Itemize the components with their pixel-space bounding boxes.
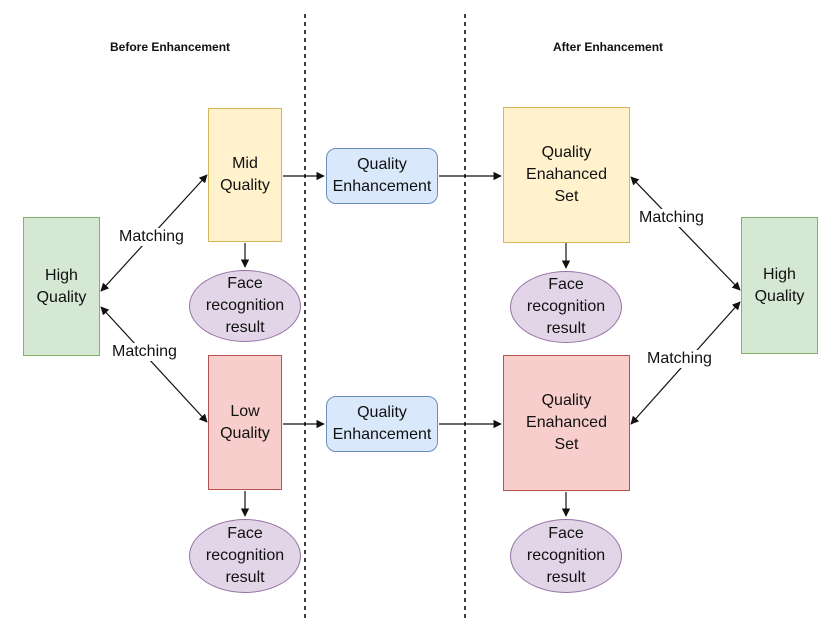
- node-high-quality-right: High Quality: [741, 217, 818, 354]
- node-quality-enhancement-bottom: Quality Enhancement: [326, 396, 438, 452]
- edge-label-right-bottom: Matching: [645, 350, 714, 368]
- node-high-quality-left: High Quality: [23, 217, 100, 356]
- node-quality-enhancement-top: Quality Enhancement: [326, 148, 438, 204]
- node-low-quality: Low Quality: [208, 355, 282, 490]
- edge-label-right-top: Matching: [637, 209, 706, 227]
- edge-right-top-matching: [630, 176, 741, 291]
- node-quality-enhanced-set-top: Quality Enahanced Set: [503, 107, 630, 243]
- heading-before-enhancement: Before Enhancement: [110, 40, 231, 54]
- node-face-recognition-result-mid: Face recognition result: [189, 270, 301, 342]
- heading-after-enhancement: After Enhancement: [553, 40, 664, 54]
- node-face-recognition-result-set-bottom: Face recognition result: [510, 519, 622, 593]
- node-face-recognition-result-low: Face recognition result: [189, 519, 301, 593]
- edge-label-left-top: Matching: [117, 228, 186, 246]
- node-quality-enhanced-set-bottom: Quality Enahanced Set: [503, 355, 630, 491]
- edge-left-bottom-matching: [100, 306, 208, 423]
- node-mid-quality: Mid Quality: [208, 108, 282, 242]
- node-face-recognition-result-set-top: Face recognition result: [510, 271, 622, 343]
- edge-label-left-bottom: Matching: [110, 343, 179, 361]
